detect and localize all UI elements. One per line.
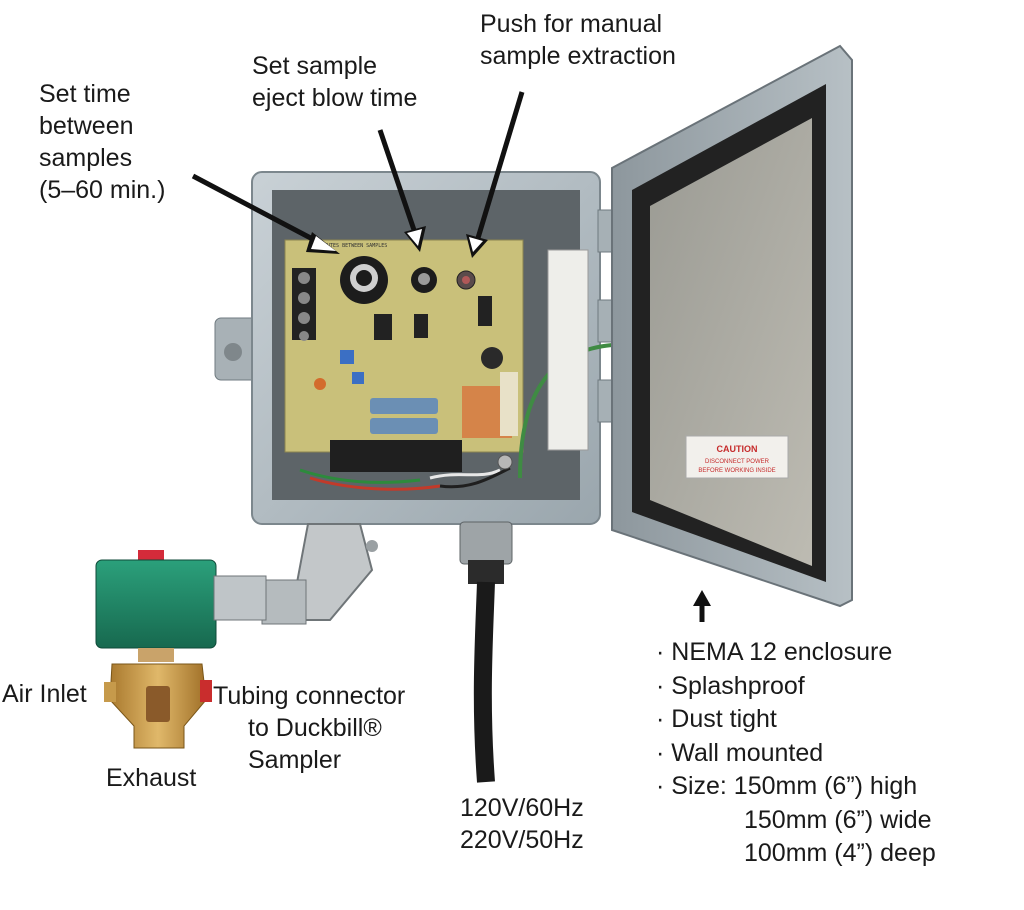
feature-size-depth: 100mm (4”) deep xyxy=(744,839,936,867)
feature-item: · Size: 150mm (6”) high xyxy=(656,772,918,800)
annotation-line: samples xyxy=(39,144,133,172)
annotation-line: Set sample xyxy=(252,52,378,80)
caution-line-1: DISCONNECT POWER xyxy=(705,459,770,465)
annotation-tubing-connector: Tubing connector to Duckbill® Sampler xyxy=(213,680,405,776)
hinges xyxy=(597,209,613,423)
feature-list: · NEMA 12 enclosure · Splashproof · Dust… xyxy=(656,636,936,871)
annotation-line: 220V/50Hz xyxy=(460,826,584,854)
circuit-board: MINUTES BETWEEN SAMPLES xyxy=(284,239,524,472)
annotation-line: between xyxy=(39,112,134,140)
annotation-power: 120V/60Hz 220V/50Hz xyxy=(460,792,584,856)
conduit-elbow xyxy=(261,523,378,625)
annotation-line: Set time xyxy=(39,80,131,108)
feature-size-width: 150mm (6”) wide xyxy=(744,805,932,834)
annotation-time-between-samples: Set time between samples (5–60 min.) xyxy=(39,78,165,206)
annotation-line: (5–60 min.) xyxy=(39,176,166,204)
annotation-exhaust: Exhaust xyxy=(106,764,197,792)
annotation-manual-extraction: Push for manual sample extraction xyxy=(480,8,676,72)
feature-item: · NEMA 12 enclosure xyxy=(656,638,893,666)
dial-label: MINUTES BETWEEN SAMPLES xyxy=(318,243,387,249)
caution-title: CAUTION xyxy=(717,444,758,454)
annotation-line: Tubing connector xyxy=(213,682,406,710)
annotation-line: to Duckbill® xyxy=(248,714,382,742)
arrow-white-fill xyxy=(311,229,483,252)
feature-item: · Wall mounted xyxy=(656,738,824,767)
feature-item: · Splashproof xyxy=(656,671,805,700)
annotation-line: sample extraction xyxy=(480,42,676,70)
caution-line-2: BEFORE WORKING INSIDE xyxy=(698,468,775,474)
annotation-line: Sampler xyxy=(248,746,342,774)
caution-label: CAUTION DISCONNECT POWER BEFORE WORKING … xyxy=(685,435,789,479)
power-cord xyxy=(459,521,513,783)
annotation-line: eject blow time xyxy=(252,84,418,112)
annotation-line: 120V/60Hz xyxy=(460,794,584,822)
annotation-line: Push for manual xyxy=(480,10,663,38)
annotation-air-inlet: Air Inlet xyxy=(2,680,87,708)
annotation-eject-blow-time: Set sample eject blow time xyxy=(252,50,417,114)
solenoid-valve xyxy=(95,550,267,749)
feature-item: · Dust tight xyxy=(656,705,777,733)
